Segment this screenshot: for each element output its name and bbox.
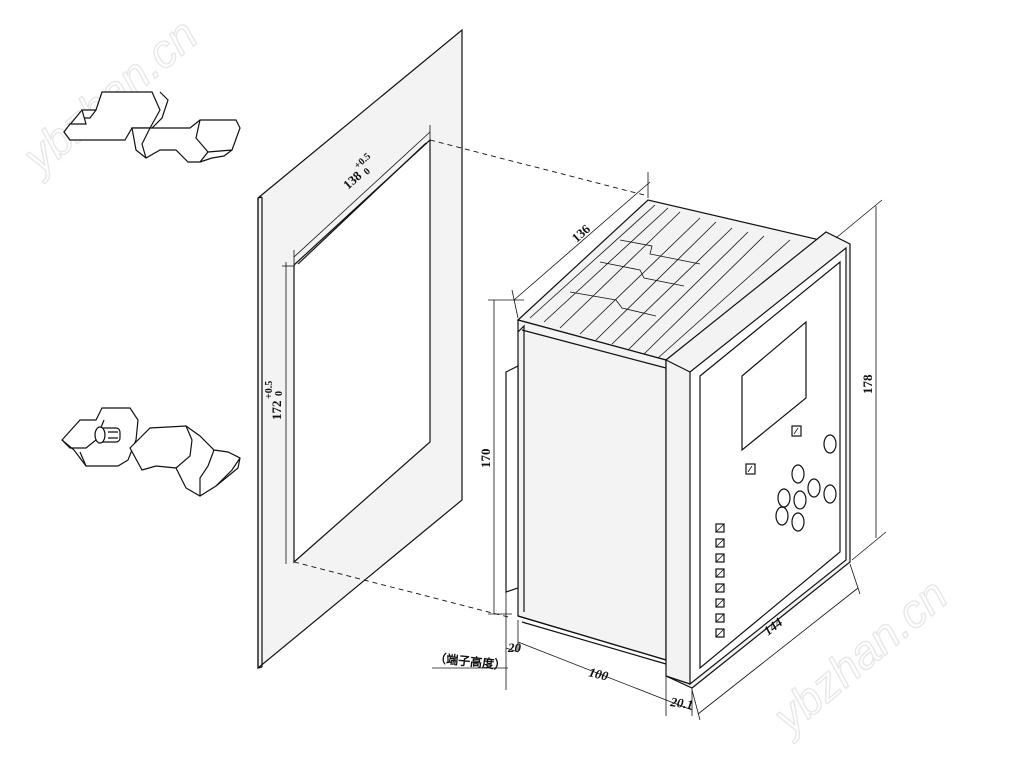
indicator-left [745, 463, 756, 475]
label-terminal: 20 [507, 640, 522, 655]
label-terminal-note: （端子高度） [434, 650, 507, 672]
device-case [505, 199, 851, 689]
key-mid-right [823, 484, 837, 504]
lcd-screen [741, 320, 807, 452]
mounting-clip-top [63, 91, 241, 163]
key-down [791, 512, 805, 532]
key-center [793, 490, 807, 510]
key-right [807, 478, 821, 498]
dim-case-height: 170 [478, 299, 524, 615]
label-front-height: 178 [860, 374, 875, 394]
keypad [775, 434, 837, 532]
projection-line-top [429, 139, 649, 197]
label-depth: 100 [587, 664, 610, 683]
key-top-right [823, 434, 837, 454]
key-left [777, 488, 791, 508]
panel-plate [257, 28, 463, 670]
label-cutout-height: 172 [269, 401, 284, 421]
dim-front-height: 178 [835, 199, 887, 561]
led-column [715, 523, 725, 638]
terminal-block [505, 365, 519, 593]
dim-depth: 100 20 20.1 [505, 592, 695, 716]
key-lower-left [775, 506, 789, 526]
mounting-clip-bottom [61, 407, 241, 497]
indicator-right [791, 425, 802, 437]
label-case-height: 170 [478, 449, 493, 469]
label-cutout-height-tol: +0.5 [264, 381, 275, 399]
projection-line-bottom [293, 561, 513, 619]
label-bezel-depth: 20.1 [669, 694, 695, 712]
case-side [517, 319, 667, 661]
label-case-width: 136 [569, 221, 594, 246]
terminal-note: （端子高度） [432, 650, 508, 673]
label-cutout-width-tol-low: 0 [362, 166, 373, 178]
dim-cutout-height: 172 +0.5 0 [264, 262, 294, 564]
label-cutout-height-tol-low: 0 [274, 391, 285, 396]
key-up [791, 464, 805, 484]
